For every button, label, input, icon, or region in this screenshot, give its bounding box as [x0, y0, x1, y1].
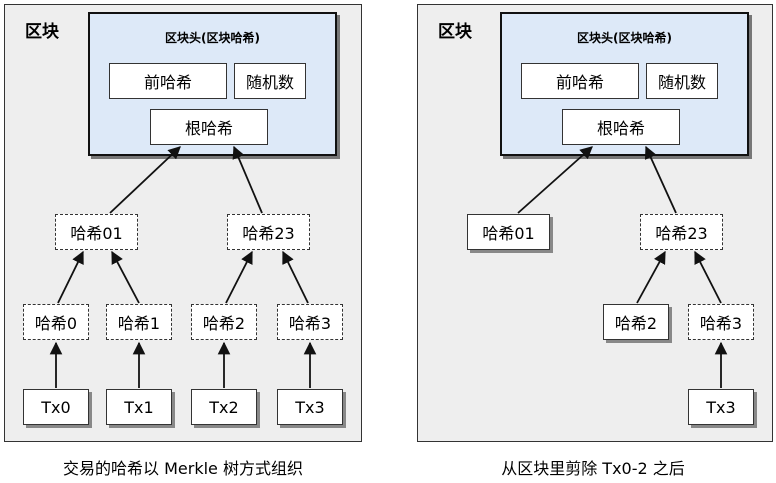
tx1-node: Tx1 — [106, 389, 172, 425]
root-hash-node: 根哈希 — [150, 109, 268, 145]
tx3-node: Tx3 — [688, 389, 754, 425]
block-label: 区块 — [438, 22, 472, 42]
block-header-title: 区块头(区块哈希) — [577, 31, 672, 45]
hash2-node: 哈希2 — [191, 304, 257, 340]
hash23-node: 哈希23 — [640, 214, 723, 250]
hash23-node: 哈希23 — [227, 214, 310, 250]
hash3-node: 哈希3 — [688, 304, 754, 340]
hash2-node: 哈希2 — [603, 304, 669, 340]
hash3-node: 哈希3 — [277, 304, 343, 340]
tx3-node: Tx3 — [277, 389, 343, 425]
root-hash-node: 根哈希 — [562, 109, 680, 145]
hash1-node: 哈希1 — [106, 304, 172, 340]
hash01-node: 哈希01 — [467, 214, 550, 250]
hash01-node: 哈希01 — [55, 214, 138, 250]
caption-right: 从区块里剪除 Tx0-2 之后 — [501, 459, 685, 478]
caption-left: 交易的哈希以 Merkle 树方式组织 — [63, 459, 303, 478]
nonce-node: 随机数 — [234, 63, 306, 99]
nonce-node: 随机数 — [646, 63, 718, 99]
prev-hash-node: 前哈希 — [521, 63, 639, 99]
block-label: 区块 — [25, 22, 59, 42]
prev-hash-node: 前哈希 — [109, 63, 227, 99]
tx2-node: Tx2 — [191, 389, 257, 425]
hash0-node: 哈希0 — [23, 304, 89, 340]
block-header-title: 区块头(区块哈希) — [165, 31, 260, 45]
tx0-node: Tx0 — [23, 389, 89, 425]
